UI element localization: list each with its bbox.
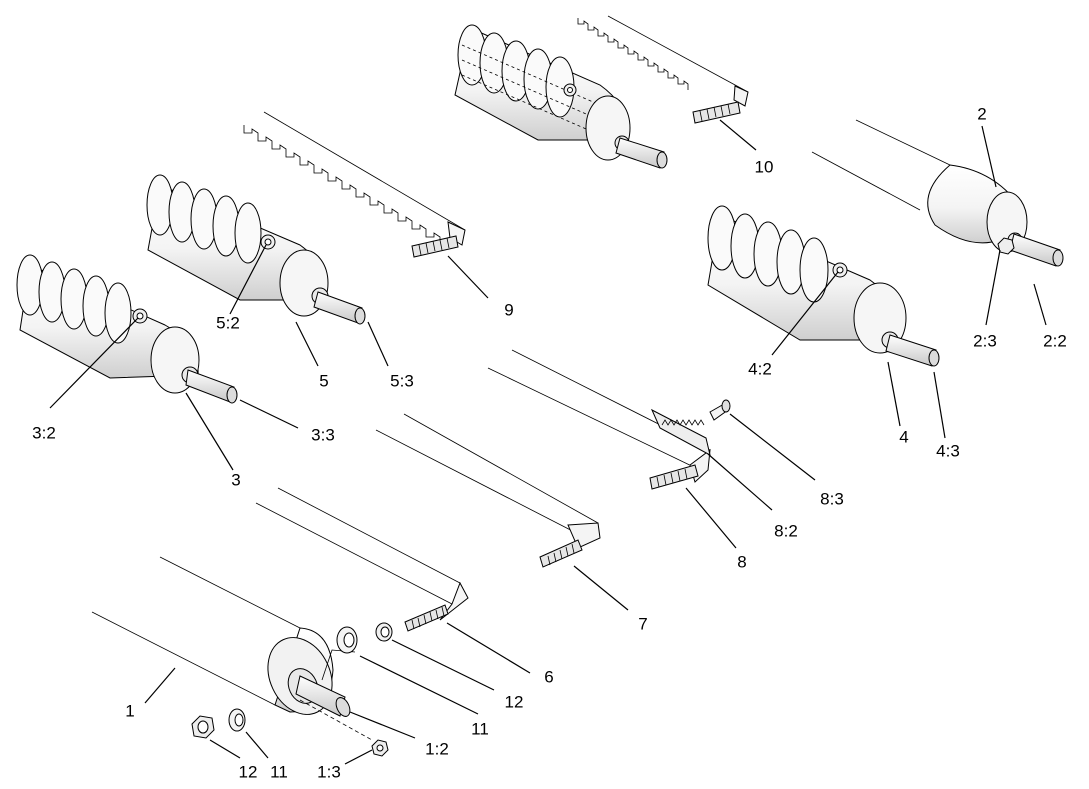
callout-11-lower: 11 xyxy=(270,762,288,781)
callout-5-2: 5:2 xyxy=(216,313,240,332)
pin-8-3 xyxy=(709,399,731,421)
brush-roller-3 xyxy=(16,254,238,404)
callout-8-2: 8:2 xyxy=(774,521,798,540)
brush-roller-4 xyxy=(707,205,940,367)
leader-lines xyxy=(49,119,1047,765)
rod-6 xyxy=(255,487,469,632)
callout-9: 9 xyxy=(504,300,513,319)
callout-5: 5 xyxy=(319,371,328,390)
callout-2: 2 xyxy=(977,104,986,123)
washer-11-lower xyxy=(228,708,246,732)
callout-3-3: 3:3 xyxy=(311,425,335,444)
callout-1: 1 xyxy=(125,701,134,720)
callout-5-3: 5:3 xyxy=(390,371,414,390)
callout-3: 3 xyxy=(231,470,240,489)
callout-10: 10 xyxy=(755,157,774,176)
callout-1-2: 1:2 xyxy=(425,739,449,758)
callout-7: 7 xyxy=(638,614,647,633)
callout-11-upper: 11 xyxy=(471,719,489,738)
callout-12-lower: 12 xyxy=(239,762,258,781)
callout-1-3: 1:3 xyxy=(317,762,341,781)
nut-1-3 xyxy=(371,739,389,757)
washer-11-upper xyxy=(336,626,358,654)
nut-12-lower xyxy=(191,715,215,739)
callout-12-upper: 12 xyxy=(505,692,524,711)
comb-rod-9 xyxy=(243,111,466,258)
callout-4-2: 4:2 xyxy=(748,359,772,378)
comb-plate-8-2 xyxy=(650,408,711,456)
callout-4: 4 xyxy=(899,427,908,446)
callout-4-3: 4:3 xyxy=(936,441,960,460)
callout-labels: 1 1:2 1:3 2 2:2 2:3 3 3:2 3:3 4 4:2 4:3 … xyxy=(32,104,1067,781)
callout-2-3: 2:3 xyxy=(973,331,997,350)
perforated-roller xyxy=(454,24,668,169)
callout-8: 8 xyxy=(737,552,746,571)
callout-2-2: 2:2 xyxy=(1043,331,1067,350)
callout-3-2: 3:2 xyxy=(32,423,56,442)
nut-12-upper xyxy=(375,622,393,642)
brush-roller-5 xyxy=(146,174,366,325)
smooth-roller-2 xyxy=(811,119,1064,267)
comb-rod-10 xyxy=(577,15,749,124)
roller-1 xyxy=(91,556,373,741)
callout-6: 6 xyxy=(544,667,553,686)
rod-8 xyxy=(487,349,711,490)
callout-8-3: 8:3 xyxy=(820,489,844,508)
rod-7 xyxy=(375,413,601,568)
